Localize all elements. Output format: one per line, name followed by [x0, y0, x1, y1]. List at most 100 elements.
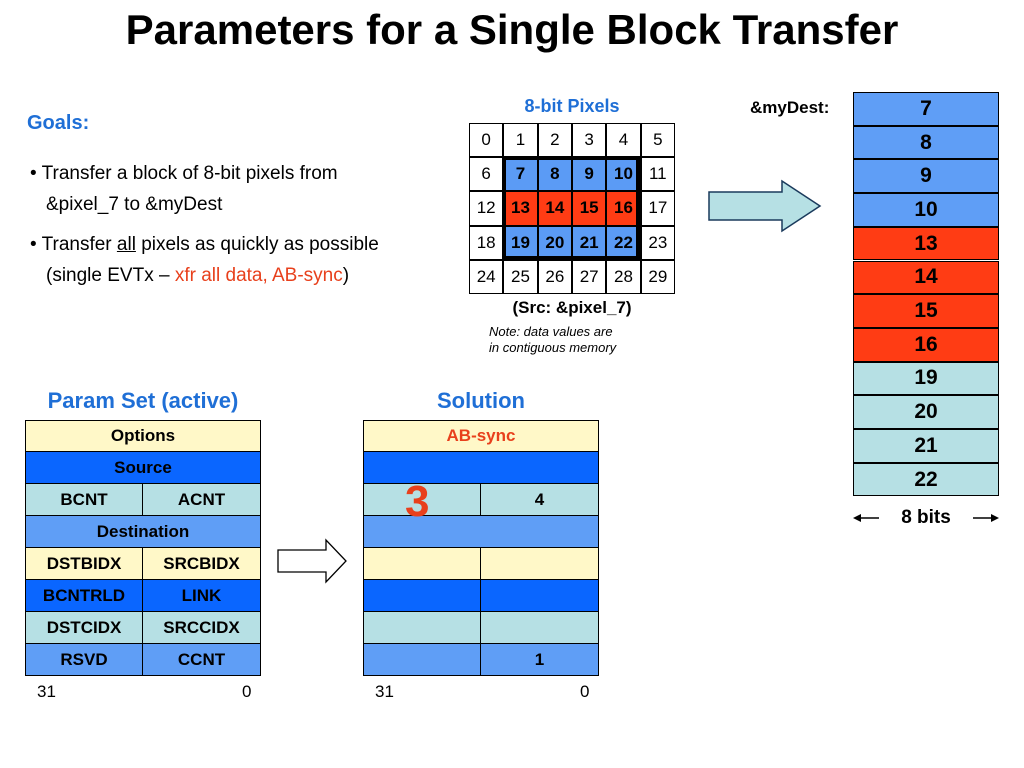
pixel-cell: 23: [640, 225, 675, 260]
pixel-cell: 24: [469, 259, 504, 294]
pixel-cell: 17: [640, 191, 675, 226]
param-row: Options: [25, 420, 261, 452]
dest-memory-cell: 20: [853, 395, 999, 429]
goal-bullet-1-line1: • Transfer a block of 8-bit pixels from: [30, 163, 338, 184]
pixel-cell: 10: [606, 157, 641, 192]
param-row: [363, 580, 599, 612]
param-bit-hi: 31: [37, 682, 56, 701]
dest-memory-cell: 21: [853, 429, 999, 463]
param-cell: SRCBIDX: [143, 548, 261, 580]
right-arrow-icon: [708, 179, 822, 233]
param-cell: BCNT: [25, 484, 143, 516]
param-cell: AB-sync: [363, 420, 599, 452]
param-cell: 4: [481, 484, 599, 516]
dest-memory-cell: 19: [853, 361, 999, 396]
param-cell: 1: [481, 644, 599, 676]
pixel-cell: 6: [469, 157, 504, 192]
param-cell: [363, 516, 599, 548]
param-cell: [481, 580, 599, 612]
pixel-cell: 27: [572, 259, 607, 294]
goal-bullet-2-line2: (single EVTx – xfr all data, AB-sync): [30, 260, 470, 291]
pixel-cell: 7: [503, 157, 538, 192]
goal-emphasis-all: all: [116, 234, 136, 255]
pixel-cell: 11: [640, 157, 675, 192]
goal-text: (single EVTx –: [46, 265, 175, 286]
param-cell: [363, 644, 481, 676]
pixel-cell: 26: [537, 259, 572, 294]
solution-bcnt-value: 3: [405, 477, 430, 526]
right-arrow-icon: [277, 538, 347, 584]
param-cell: CCNT: [143, 644, 261, 676]
dest-memory-cell: 13: [853, 226, 999, 261]
pixel-cell: 8: [537, 157, 572, 192]
param-cell: ACNT: [143, 484, 261, 516]
bits-label: 8 bits: [901, 507, 951, 528]
goal-text: • Transfer: [30, 234, 117, 255]
param-row: [363, 612, 599, 644]
pixel-cell: 0: [469, 123, 504, 158]
memory-note: Note: data values are in contiguous memo…: [489, 324, 616, 356]
param-row: Source: [25, 452, 261, 484]
goal-highlight: xfr all data, AB-sync: [174, 265, 343, 286]
goals-heading: Goals:: [27, 112, 90, 134]
dest-label: &myDest:: [750, 98, 830, 117]
param-cell: SRCCIDX: [143, 612, 261, 644]
pixel-grid-title: 8-bit Pixels: [524, 96, 620, 116]
param-cell: RSVD: [25, 644, 143, 676]
goal-text: pixels as quickly as possible: [135, 234, 379, 255]
goal-bullet-2: • Transfer all pixels as quickly as poss…: [30, 229, 470, 291]
memory-note-line2: in contiguous memory: [489, 340, 617, 355]
dest-memory-cell: 15: [853, 294, 999, 328]
solution-bit-lo: 0: [580, 682, 590, 701]
pixel-cell: 16: [606, 191, 641, 226]
param-cell: [481, 548, 599, 580]
pixel-cell: 5: [640, 123, 675, 158]
goal-bullet-1-line2: &pixel_7 to &myDest: [46, 194, 223, 215]
param-cell: Source: [25, 452, 261, 484]
pixel-cell: 29: [640, 259, 675, 294]
param-cell: [363, 580, 481, 612]
pixel-cell: 13: [503, 191, 538, 226]
dest-memory-cell: 10: [853, 193, 999, 227]
memory-note-line1: Note: data values are: [489, 324, 613, 339]
solution-bit-hi: 31: [375, 682, 394, 701]
pixel-cell: 1: [503, 123, 538, 158]
source-label: (Src: &pixel_7): [512, 298, 632, 317]
pixel-cell: 12: [469, 191, 504, 226]
dest-memory-cell: 16: [853, 327, 999, 362]
param-cell: [363, 612, 481, 644]
param-cell: [363, 548, 481, 580]
param-row: [363, 516, 599, 548]
pixel-cell: 3: [572, 123, 607, 158]
solution-title: Solution: [437, 388, 525, 413]
pixel-cell: 15: [572, 191, 607, 226]
pixel-cell: 21: [572, 225, 607, 260]
param-cell: DSTCIDX: [25, 612, 143, 644]
param-cell: Options: [25, 420, 261, 452]
dest-memory-cell: 7: [853, 92, 999, 126]
param-cell: [363, 484, 481, 516]
param-cell: BCNTRLD: [25, 580, 143, 612]
dest-memory-cell: 9: [853, 159, 999, 194]
param-row: AB-sync: [363, 420, 599, 452]
pixel-cell: 20: [537, 225, 572, 260]
pixel-cell: 2: [537, 123, 572, 158]
param-cell: [363, 452, 599, 484]
goal-text: ): [342, 265, 350, 286]
param-cell: [481, 612, 599, 644]
pixel-cell: 25: [503, 259, 538, 294]
pixel-cell: 4: [606, 123, 641, 158]
pixel-cell: 14: [537, 191, 572, 226]
param-row: [363, 452, 599, 484]
param-row: 4: [363, 484, 599, 516]
width-arrow-icon: [853, 514, 999, 522]
dest-memory-cell: 8: [853, 125, 999, 160]
param-row: [363, 548, 599, 580]
param-row: 1: [363, 644, 599, 676]
pixel-cell: 18: [469, 225, 504, 260]
